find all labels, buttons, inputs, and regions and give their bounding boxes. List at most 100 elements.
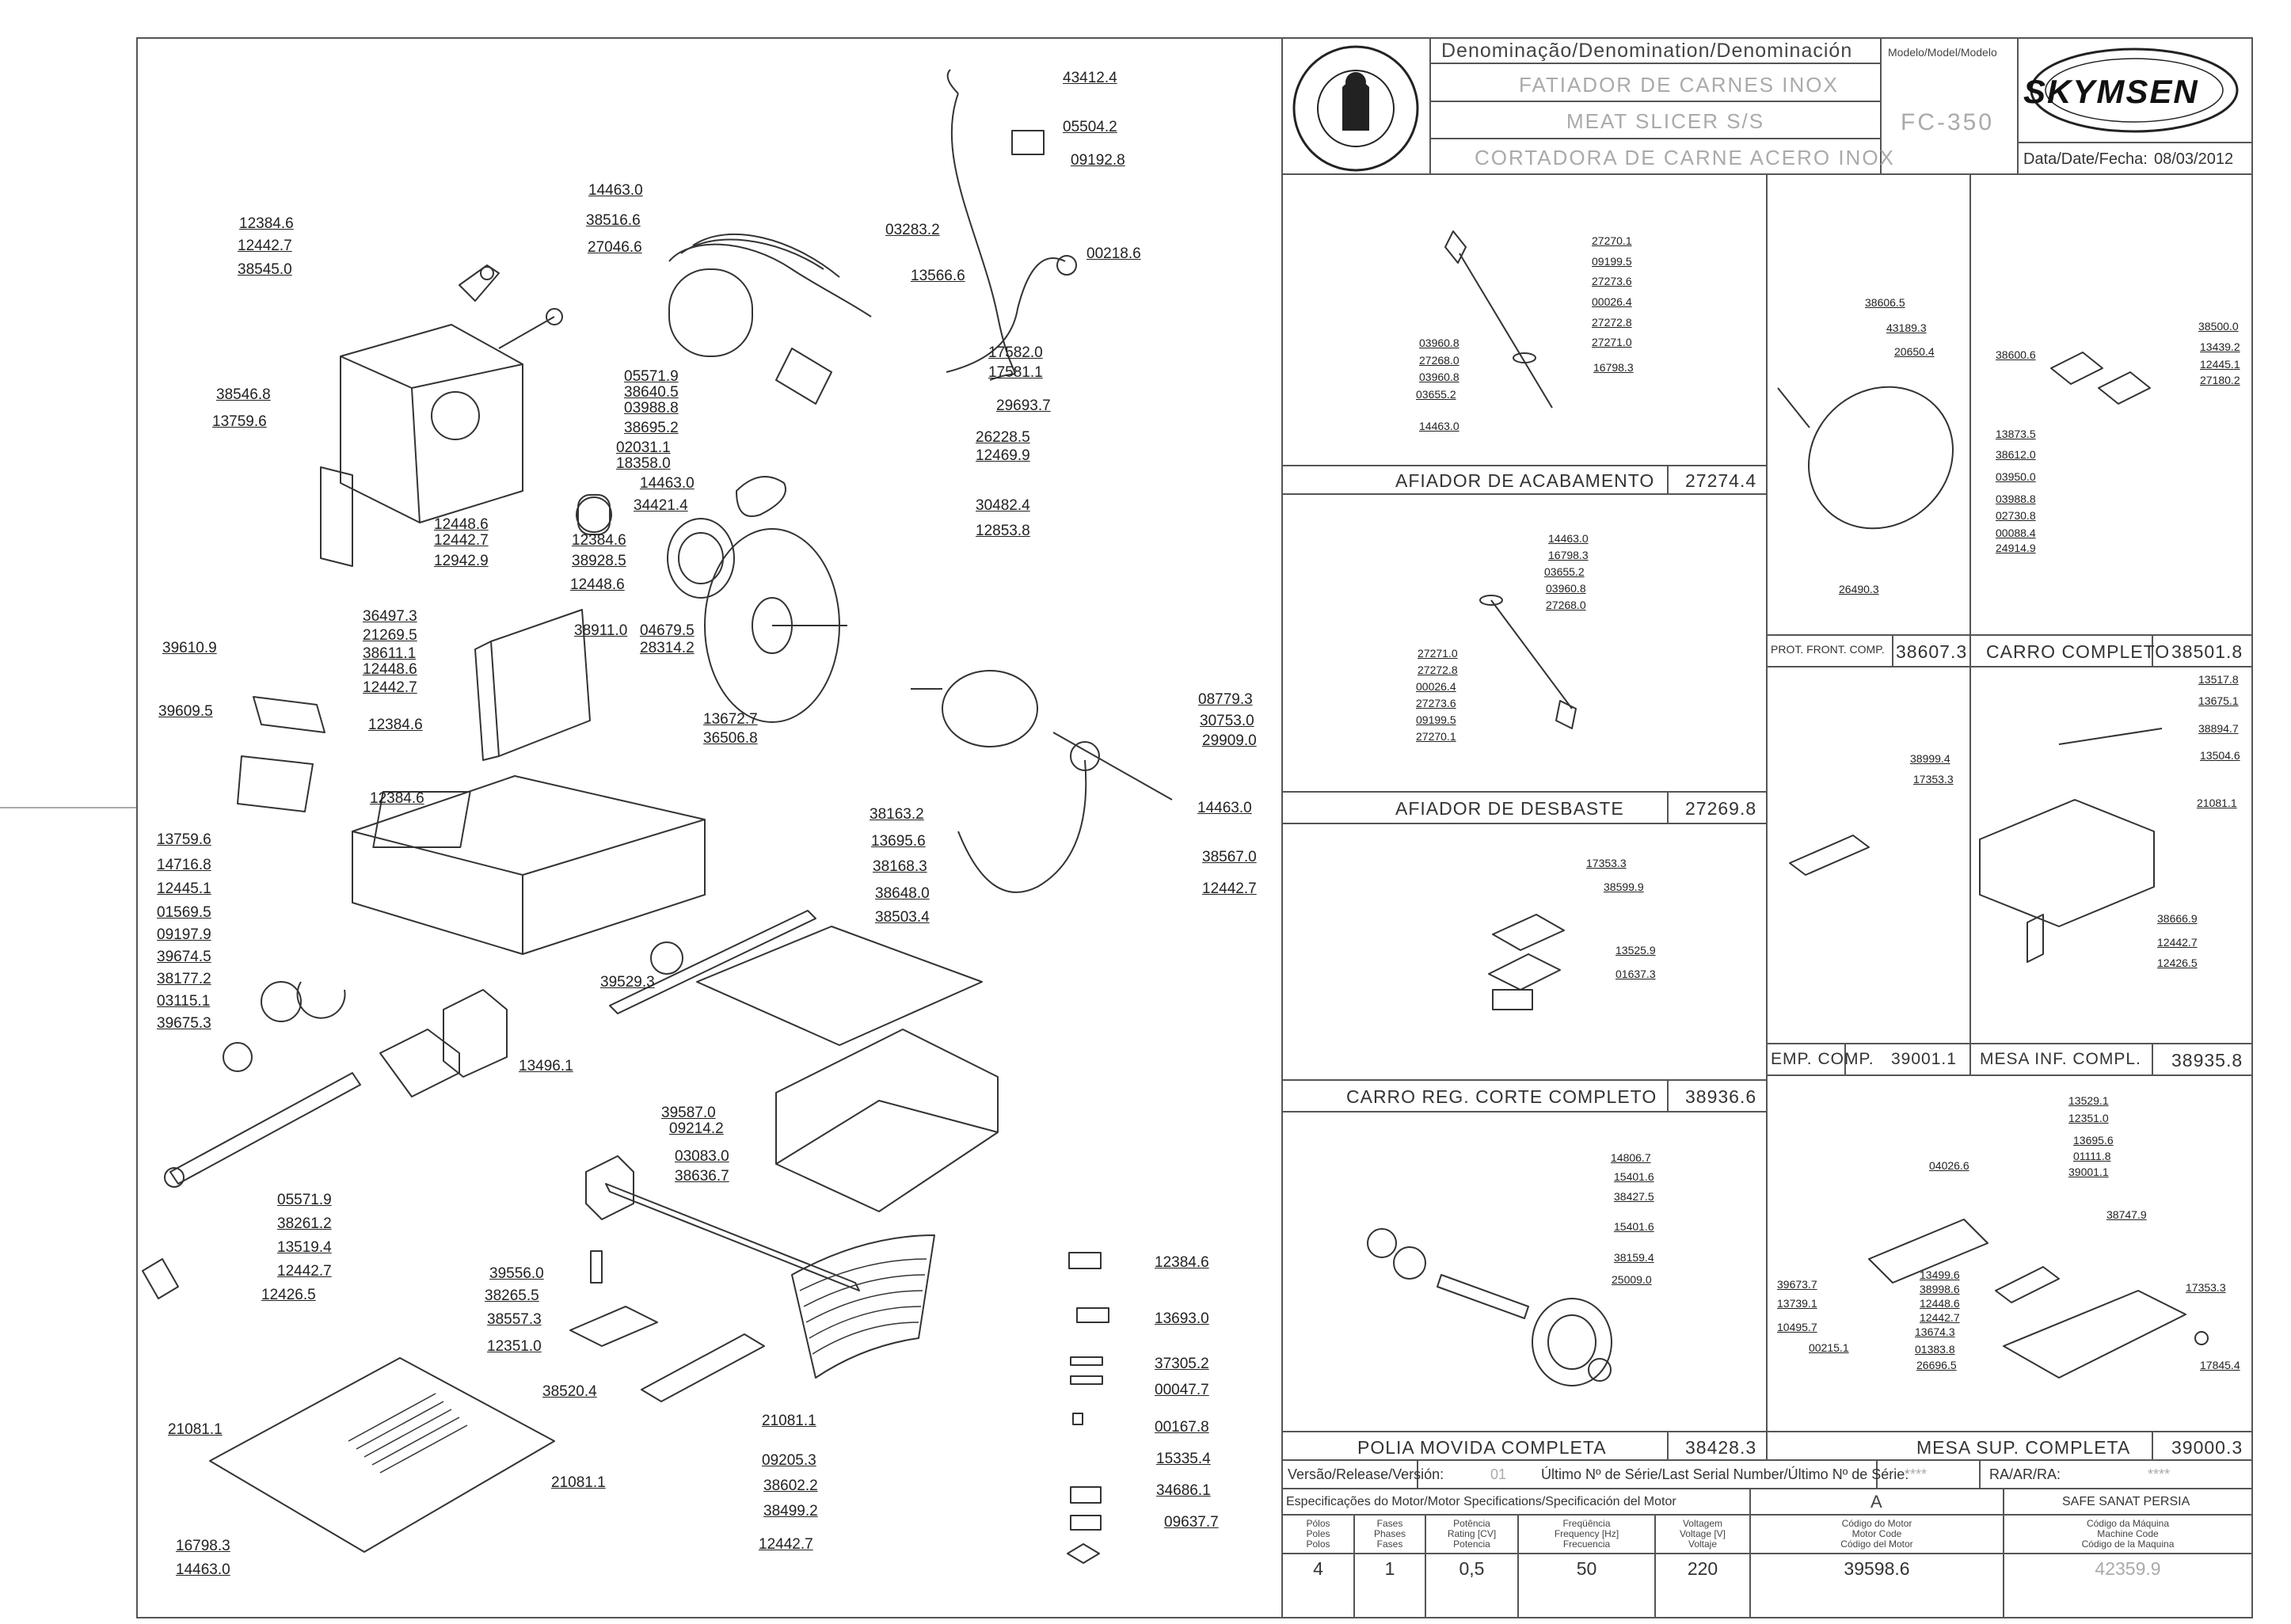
part-callout: 05571.9 xyxy=(624,368,679,385)
subassembly-part-callout: 27268.0 xyxy=(1419,354,1459,367)
subassembly-part-callout: 14463.0 xyxy=(1419,420,1459,432)
part-callout: 38261.2 xyxy=(277,1215,332,1232)
subassembly-part-callout: 13739.1 xyxy=(1777,1297,1817,1310)
part-callout: 13759.6 xyxy=(157,831,211,848)
subassembly-part-callout: 00026.4 xyxy=(1592,295,1632,308)
part-callout: 08779.3 xyxy=(1198,691,1253,708)
code-carro-completo: 38501.8 xyxy=(2171,641,2243,662)
subassembly-part-callout: 12442.7 xyxy=(2157,936,2198,949)
subassembly-part-callout: 03655.2 xyxy=(1416,388,1456,401)
subassembly-part-callout: 27271.0 xyxy=(1592,336,1632,348)
subassembly-part-callout: 39001.1 xyxy=(2068,1166,2109,1178)
code-prot-front: 38607.3 xyxy=(1896,641,1968,662)
part-callout: 39610.9 xyxy=(162,640,217,656)
part-callout: 14463.0 xyxy=(1197,800,1252,816)
part-callout: 00167.8 xyxy=(1155,1419,1209,1436)
part-callout: 36506.8 xyxy=(703,730,758,747)
part-callout: 12351.0 xyxy=(487,1338,542,1355)
subassembly-part-callout: 38894.7 xyxy=(2198,722,2239,735)
subassembly-part-callout: 27268.0 xyxy=(1546,599,1586,611)
subassembly-part-callout: 38606.5 xyxy=(1865,296,1905,309)
part-callout: 15335.4 xyxy=(1156,1451,1211,1467)
subassembly-part-callout: 13517.8 xyxy=(2198,673,2239,686)
subassembly-part-callout: 21081.1 xyxy=(2197,797,2237,809)
part-callout: 09192.8 xyxy=(1071,152,1125,169)
part-callout: 12853.8 xyxy=(976,523,1030,539)
name-pt: FATIADOR DE CARNES INOX xyxy=(1519,73,1839,97)
part-callout: 05571.9 xyxy=(277,1192,332,1208)
subassembly-part-callout: 13504.6 xyxy=(2200,749,2240,762)
part-callout: 36497.3 xyxy=(363,608,417,625)
caption-afiador-desbaste: AFIADOR DE DESBASTE xyxy=(1395,798,1624,819)
part-callout: 12448.6 xyxy=(434,516,489,533)
part-callout: 29693.7 xyxy=(996,397,1051,414)
part-callout: 38177.2 xyxy=(157,971,211,987)
subassembly-part-callout: 17845.4 xyxy=(2200,1359,2240,1371)
subassembly-part-callout: 15401.6 xyxy=(1614,1220,1654,1233)
part-callout: 12469.9 xyxy=(976,447,1030,464)
subassembly-part-callout: 13499.6 xyxy=(1920,1268,1960,1281)
subassembly-part-callout: 27273.6 xyxy=(1592,275,1632,287)
subassembly-part-callout: 38500.0 xyxy=(2198,320,2239,333)
part-callout: 02031.1 xyxy=(616,439,671,456)
subassembly-part-callout: 38427.5 xyxy=(1614,1190,1654,1203)
part-callout: 12442.7 xyxy=(434,532,489,549)
code-emp-comp: 39001.1 xyxy=(1891,1050,1957,1068)
motor-col-rating-value: 0,5 xyxy=(1459,1558,1485,1579)
motor-col-voltage-value: 220 xyxy=(1687,1558,1718,1579)
caption-mesa-sup: MESA SUP. COMPLETA xyxy=(1916,1437,2131,1458)
model-value: FC-350 xyxy=(1901,109,1995,135)
part-callout: 04679.5 xyxy=(640,622,695,639)
subassembly-part-callout: 00215.1 xyxy=(1809,1341,1849,1354)
subassembly-part-callout: 25009.0 xyxy=(1612,1273,1652,1286)
subassembly-part-callout: 00026.4 xyxy=(1416,680,1456,693)
part-callout: 09214.2 xyxy=(669,1120,724,1137)
motor-col-frequency-header: Freqüência Frequency [Hz] Frecuencia xyxy=(1554,1518,1619,1550)
subassembly-part-callout: 03950.0 xyxy=(1996,470,2036,483)
subassembly-part-callout: 38999.4 xyxy=(1910,752,1950,765)
part-callout: 18358.0 xyxy=(616,455,671,472)
part-callout: 38636.7 xyxy=(675,1168,729,1185)
part-callout: 14463.0 xyxy=(588,182,643,199)
subassembly-part-callout: 12448.6 xyxy=(1920,1297,1960,1310)
part-callout: 09637.7 xyxy=(1164,1514,1219,1531)
brand-name: SKYMSEN xyxy=(2023,73,2199,110)
part-callout: 13496.1 xyxy=(519,1058,573,1074)
subassembly-part-callout: 17353.3 xyxy=(1586,857,1627,869)
subassembly-part-callout: 24914.9 xyxy=(1996,542,2036,554)
part-callout: 21081.1 xyxy=(168,1421,223,1438)
code-polia-movida: 38428.3 xyxy=(1685,1437,1757,1458)
part-callout: 38567.0 xyxy=(1202,849,1257,865)
subassembly-part-callout: 38666.9 xyxy=(2157,912,2198,925)
part-callout: 12384.6 xyxy=(239,215,294,232)
caption-polia-movida: POLIA MOVIDA COMPLETA xyxy=(1357,1437,1607,1458)
subassembly-part-callout: 03960.8 xyxy=(1419,371,1459,383)
serial-value: **** xyxy=(1905,1466,1928,1482)
subassembly-part-callout: 17353.3 xyxy=(1913,773,1954,785)
subassembly-part-callout: 03960.8 xyxy=(1419,337,1459,349)
subassembly-part-callout: 38747.9 xyxy=(2106,1208,2147,1221)
subassembly-part-callout: 27270.1 xyxy=(1592,234,1632,247)
subassembly-part-callout: 02730.8 xyxy=(1996,509,2036,522)
subassembly-part-callout: 26490.3 xyxy=(1839,583,1879,595)
date-value: 08/03/2012 xyxy=(2154,150,2234,168)
subassembly-part-callout: 04026.6 xyxy=(1929,1159,1969,1172)
code-carro-reg: 38936.6 xyxy=(1685,1086,1757,1107)
part-callout: 39675.3 xyxy=(157,1015,211,1032)
motor-col-phases-value: 1 xyxy=(1384,1558,1395,1579)
code-afiador-desbaste: 27269.8 xyxy=(1685,798,1757,819)
subassembly-part-callout: 27270.1 xyxy=(1416,730,1456,743)
subassembly-part-callout: 27271.0 xyxy=(1418,647,1458,660)
part-callout: 38516.6 xyxy=(586,212,641,229)
brand-logo xyxy=(2030,48,2239,133)
subassembly-part-callout: 27272.8 xyxy=(1418,664,1458,676)
subassembly-part-callout: 15401.6 xyxy=(1614,1170,1654,1183)
subassembly-part-callout: 14463.0 xyxy=(1548,532,1589,545)
code-mesa-inf: 38935.8 xyxy=(2171,1050,2243,1071)
part-callout: 30482.4 xyxy=(976,497,1030,514)
caption-afiador-acabamento: AFIADOR DE ACABAMENTO xyxy=(1395,470,1655,491)
motor-col-machinecode-value: 42359.9 xyxy=(2095,1558,2161,1579)
part-callout: 00218.6 xyxy=(1087,245,1141,262)
code-mesa-sup: 39000.3 xyxy=(2171,1437,2243,1458)
